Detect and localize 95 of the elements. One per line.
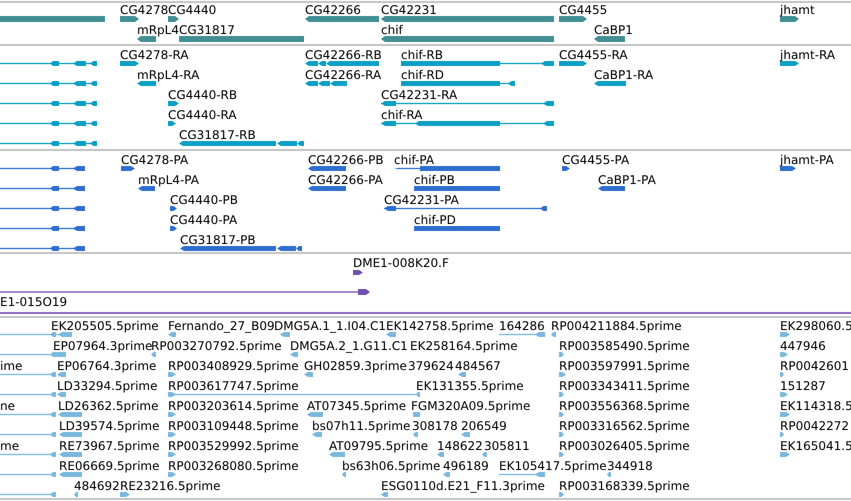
feature-label: AT07345.5prime [307,399,406,413]
feature-label: 148622 [437,439,483,453]
feature-label: CG42231-RA [381,88,458,102]
feature-label: CG4440 [168,3,216,17]
feature-label: bs63h06.5prime [342,459,440,473]
feature-label: CG4440-RA [168,108,237,122]
feature-label: DMG5A.1_1.I04.C1 [274,319,386,333]
feature-label: RP003529992.5prime [168,439,299,453]
feature-label: RP0042272 [780,419,850,433]
feature-label: RP003026405.5prime [559,439,690,453]
feature-label: RP003203614.5prime [168,399,299,413]
feature-label: CG42266-RA [305,68,382,82]
feature-label: chif-RA [381,108,422,122]
feature-label: 344918 [607,459,653,473]
feature-label: RP003556368.5prime [559,399,690,413]
feature-label: 308178 [412,419,458,433]
feature-label: ESG0110d.E21_F11.3prime [381,479,545,493]
feature-label: E1-015O19 [0,295,68,309]
feature-label: LD26362.5prime [58,399,159,413]
feature-label: RP003168339.5prime [559,479,690,493]
feature-label: CG31817-RB [179,128,256,142]
feature-label: RP0042601 [780,359,850,373]
feature-label: CG42266-PA [308,173,383,187]
feature-label: RP003270792.5prime [151,339,282,353]
feature-label: RP003585490.5prime [559,339,690,353]
feature-label: RP003597991.5prime [559,359,690,373]
feature-label: CG4278 [120,3,168,17]
feature-label: RE73967.5prime [59,439,160,453]
feature-label: DME1-008K20.F [353,256,449,270]
feature-label: jhamt-RA [780,48,836,62]
feature-label: 305811 [484,439,530,453]
feature-label: RP003109448.5prime [168,419,299,433]
feature-label: CG4440-RB [168,88,238,102]
feature-label: CG42231 [381,3,437,17]
feature-label: me [0,439,20,453]
feature-label: AT09795.5prime [329,439,428,453]
feature-label: CaBP1-RA [594,68,654,82]
feature-label: jhamt [780,3,815,17]
feature-label: EK105417.5prime [499,459,607,473]
feature-label: 484692 [74,479,120,493]
feature-label: mRpL4-RA [137,68,200,82]
feature-label: 151287 [780,379,826,393]
feature-label: chif [381,23,403,37]
feature-label: RP003408929.5prime [168,359,299,373]
feature-label: CG4440-PA [170,213,238,227]
feature-label: CaBP1 [594,23,633,37]
feature-label: EK258164.5prime [410,339,518,353]
feature-label: CG4455 [559,3,608,17]
feature-label: CG4455-RA [559,48,628,62]
feature-label: RP003316562.5prime [559,419,690,433]
feature-label: RE06669.5prime [59,459,160,473]
feature-label: RP003343411.5prime [559,379,690,393]
feature-label: RP003268080.5prime [168,459,299,473]
feature-label: RP003617747.5prime [168,379,299,393]
feature-label: DMG5A.2_1.G11.C1 [290,339,408,353]
feature-label: CG31817-PB [180,233,256,247]
feature-label: CaBP1-PA [598,173,656,187]
feature-label: chif-PA [394,153,434,167]
feature-label: 447946 [780,339,826,353]
feature-label: CG42231-PA [384,193,459,207]
feature-label: CG31817 [179,23,235,37]
feature-label: GH02859.3prime [304,359,407,373]
feature-label: LD33294.5prime [57,379,158,393]
feature-label: chif-RB [401,48,444,62]
feature-label: EP07964.3prime [53,339,152,353]
feature-label: CG42266-PB [308,153,384,167]
feature-label: CG4278-PA [121,153,188,167]
feature-label: EK205505.5prime [51,319,159,333]
feature-label: Fernando_27_B09 [168,319,275,333]
feature-label: bs07h11.5prime [312,419,410,433]
feature-label: 484567 [455,359,501,373]
feature-label: CG42266 [305,3,361,17]
feature-label: CG4278-RA [120,48,189,62]
feature-label: LD39574.5prime [59,419,160,433]
feature-label: EK131355.5prime [416,379,524,393]
feature-label: 379624 [408,359,454,373]
feature-label: RE23216.5prime [120,479,220,493]
feature-label: FGM320A09.5prime [411,399,530,413]
feature-label: EK142758.5prime [386,319,494,333]
feature-label: RP004211884.5prime [551,319,682,333]
feature-label: 206549 [461,419,507,433]
feature-label: 164286 [499,319,545,333]
feature-label: chif-PB [414,173,455,187]
feature-label: chif-PD [414,213,456,227]
feature-label: 496189 [443,459,489,473]
feature-label: ime [0,359,22,373]
feature-label: CG4440-PB [170,193,238,207]
feature-label: mRpL4 [137,23,179,37]
feature-label: mRpL4-PA [138,173,199,187]
feature-label: CG4455-PA [562,153,630,167]
feature-label: EP06764.3prime [57,359,156,373]
feature-label: CG42266-RB [305,48,382,62]
feature-label: ne [0,399,15,413]
feature-label: jhamt-PA [780,153,834,167]
feature-label: chif-RD [401,68,444,82]
